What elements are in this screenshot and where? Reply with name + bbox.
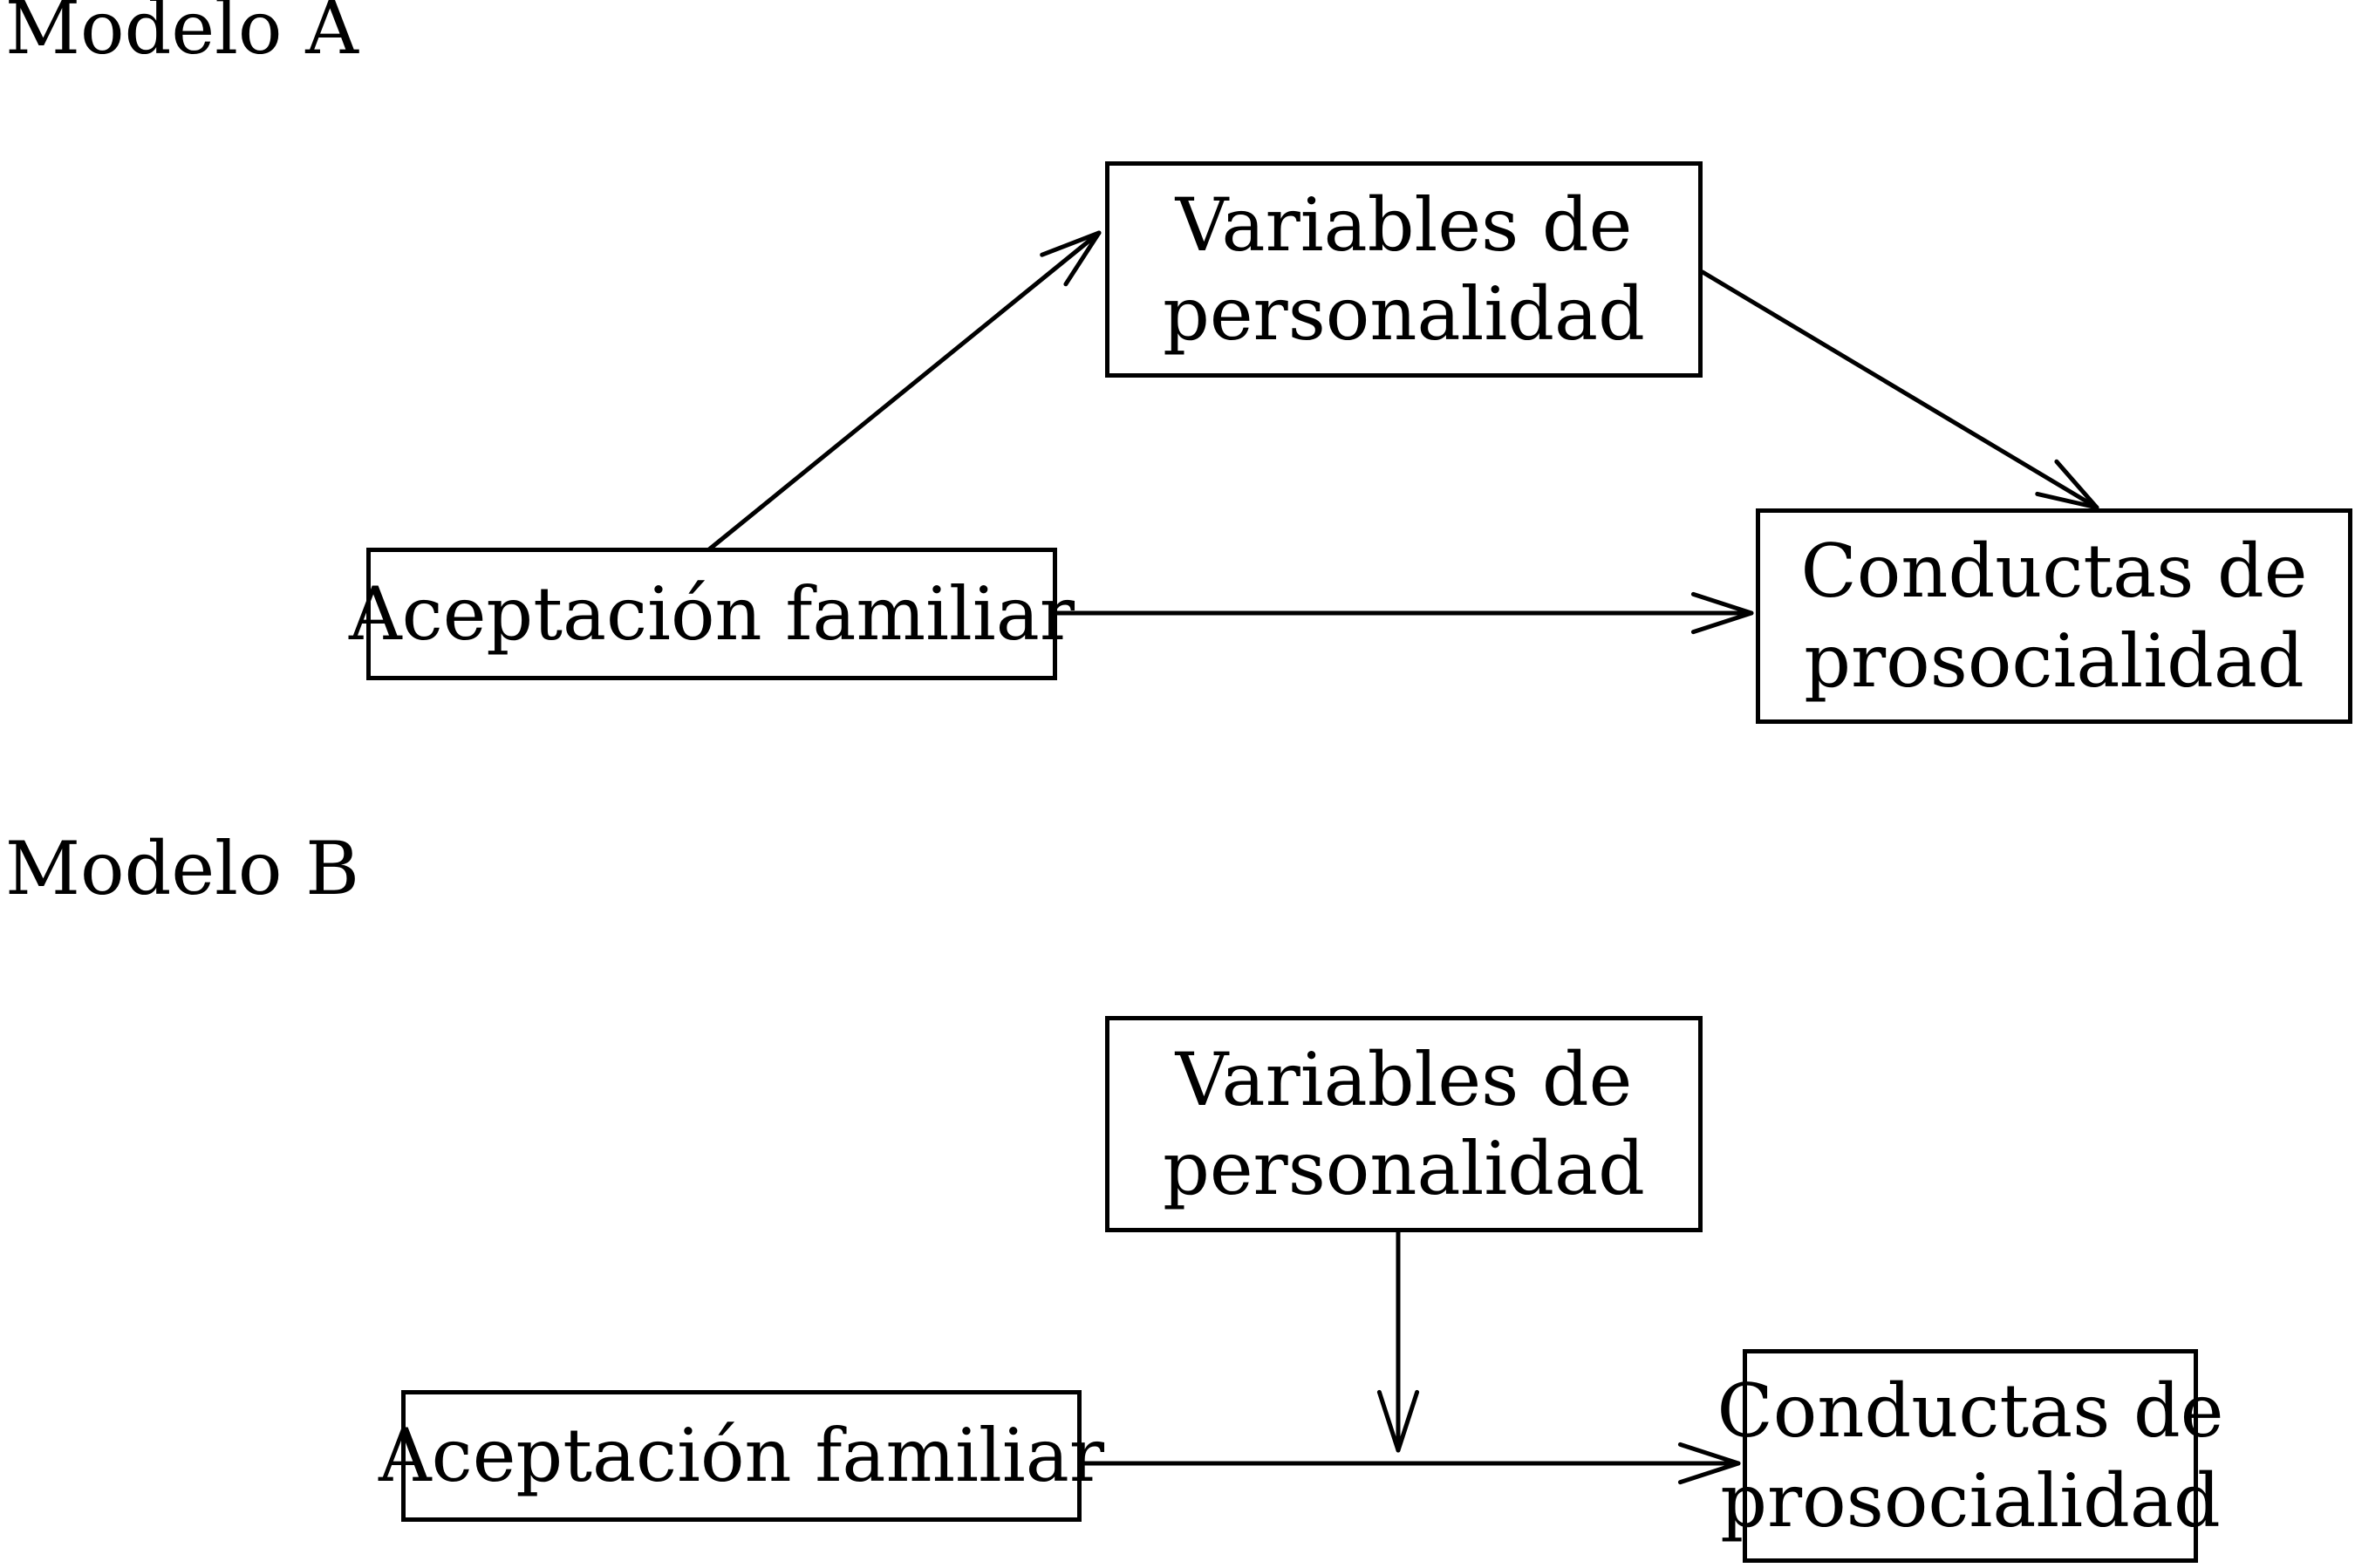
- model-b-outcome-box-text-line2: prosocialidad: [1720, 1457, 2221, 1544]
- model-a-predictor-box: Aceptación familiar: [349, 548, 1075, 680]
- model-a-mediator-to-outcome-arrowhead-icon: [2035, 459, 2099, 510]
- model-b-moderator-to-path-arrowhead-icon: [1376, 1389, 1420, 1453]
- model-b-moderator-box-text-line2: personalidad: [1163, 1126, 1645, 1211]
- model-b-predictor-to-outcome-arrowhead-icon: [1677, 1442, 1741, 1485]
- model-a-predictor-box-text: Aceptación familiar: [349, 570, 1075, 657]
- model-b-outcome-box: Conductas de prosocialidad: [1717, 1349, 2224, 1563]
- model-a-predictor-to-mediator-arrowhead-icon: [1040, 230, 1102, 287]
- model-a-predictor-to-mediator-arrow: [706, 230, 1102, 552]
- model-a-outcome-box-text-line2: prosocialidad: [1804, 617, 2304, 704]
- model-b-moderator-box: Variables de personalidad: [1105, 1016, 1703, 1232]
- model-a-mediator-to-outcome-arrow: [1700, 269, 2099, 510]
- model-a-mediator-box: Variables de personalidad: [1105, 161, 1703, 378]
- model-b-moderator-box-text-line1: Variables de: [1175, 1036, 1633, 1122]
- model-a-outcome-box: Conductas de prosocialidad: [1756, 508, 2352, 724]
- model-a-title: Modelo A: [5, 0, 358, 71]
- model-a-mediator-box-text-line2: personalidad: [1163, 271, 1645, 357]
- model-a-mediator-box-text-line1: Variables de: [1175, 181, 1633, 268]
- model-b-predictor-box: Aceptación familiar: [379, 1390, 1104, 1522]
- model-b-outcome-box-text-line1: Conductas de: [1717, 1368, 2224, 1455]
- model-a-outcome-box-text-line1: Conductas de: [1800, 528, 2308, 615]
- model-b-title: Modelo B: [5, 826, 359, 911]
- model-b-predictor-box-text: Aceptación familiar: [379, 1413, 1104, 1499]
- model-a-predictor-to-outcome-arrowhead-icon: [1690, 591, 1754, 635]
